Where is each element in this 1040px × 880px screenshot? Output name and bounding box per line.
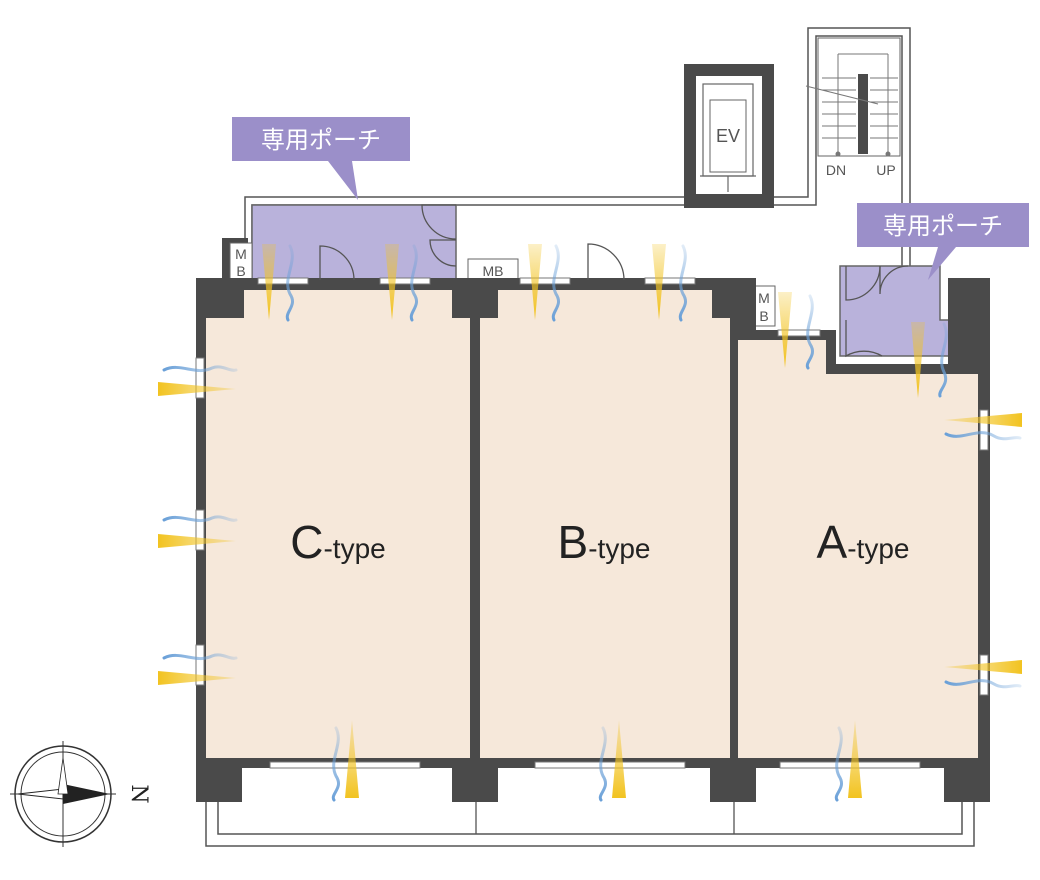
svg-text:B: B xyxy=(759,308,768,324)
sun-indicator xyxy=(345,720,359,798)
unit-a: A-type xyxy=(738,340,978,758)
sun-indicator xyxy=(911,322,925,398)
sun-indicator xyxy=(652,244,666,320)
stairs: DN UP xyxy=(805,37,901,178)
wind-indicator xyxy=(162,653,238,661)
wind-indicator xyxy=(944,679,1022,689)
sun-indicator xyxy=(944,660,1022,674)
balcony xyxy=(196,768,990,847)
svg-text:B-type: B-type xyxy=(558,516,651,568)
sun-indicator xyxy=(158,534,236,548)
sun-indicator xyxy=(778,292,792,368)
wind-indicator xyxy=(805,294,814,370)
porch-callout-a: 専用ポーチ xyxy=(857,203,1029,280)
wind-indicator xyxy=(331,726,340,802)
sunlight-indicators xyxy=(158,244,1022,798)
sun-indicator xyxy=(944,413,1022,427)
windows xyxy=(195,277,989,769)
unit-a-suffix: -type xyxy=(847,533,909,564)
unit-c-suffix: -type xyxy=(323,533,385,564)
porch-c xyxy=(251,204,457,282)
wind-indicator xyxy=(944,431,1022,441)
unit-a-letter: A xyxy=(817,516,848,568)
svg-text:B: B xyxy=(236,263,245,279)
stairs-up-label: UP xyxy=(876,162,895,178)
unit-b: B-type xyxy=(480,290,730,758)
sun-indicator xyxy=(848,720,862,798)
unit-c: C-type xyxy=(206,290,470,758)
wind-indicators xyxy=(162,244,1022,802)
sun-indicator xyxy=(528,244,542,320)
unit-b-suffix: -type xyxy=(588,533,650,564)
elevator: EV xyxy=(684,64,774,208)
compass-north-label: N xyxy=(126,784,151,803)
porch-callout-c: 専用ポーチ xyxy=(232,117,410,200)
sun-indicator xyxy=(158,382,236,396)
stairs-down-label: DN xyxy=(826,162,846,178)
doors xyxy=(319,204,909,358)
meter-box-a: M B xyxy=(752,285,776,327)
sun-indicator xyxy=(385,244,399,320)
svg-text:M: M xyxy=(758,290,770,306)
porch-callout-a-text: 専用ポーチ xyxy=(883,212,1003,240)
svg-text:M: M xyxy=(235,246,247,262)
elevator-label: EV xyxy=(716,126,740,146)
svg-text:C-type: C-type xyxy=(290,516,385,568)
wind-indicator xyxy=(551,244,560,322)
unit-c-letter: C xyxy=(290,516,323,568)
svg-text:MB: MB xyxy=(483,263,504,279)
sun-indicator xyxy=(262,244,276,320)
wind-indicator xyxy=(938,322,948,398)
wind-indicator xyxy=(409,244,418,322)
wind-indicator xyxy=(678,244,687,322)
wind-indicator xyxy=(834,726,843,802)
porch-callout-c-text: 専用ポーチ xyxy=(261,126,381,154)
meter-box-c: M B xyxy=(222,238,253,284)
wind-indicator xyxy=(162,515,238,523)
sun-indicator xyxy=(158,671,236,685)
svg-text:A-type: A-type xyxy=(817,516,910,568)
wind-indicator xyxy=(285,244,294,322)
compass: N xyxy=(10,741,151,847)
meter-box-b: MB xyxy=(467,258,519,282)
unit-b-letter: B xyxy=(558,516,589,568)
wind-indicator xyxy=(598,726,607,802)
wind-indicator xyxy=(162,365,238,373)
sun-indicator xyxy=(612,720,626,798)
